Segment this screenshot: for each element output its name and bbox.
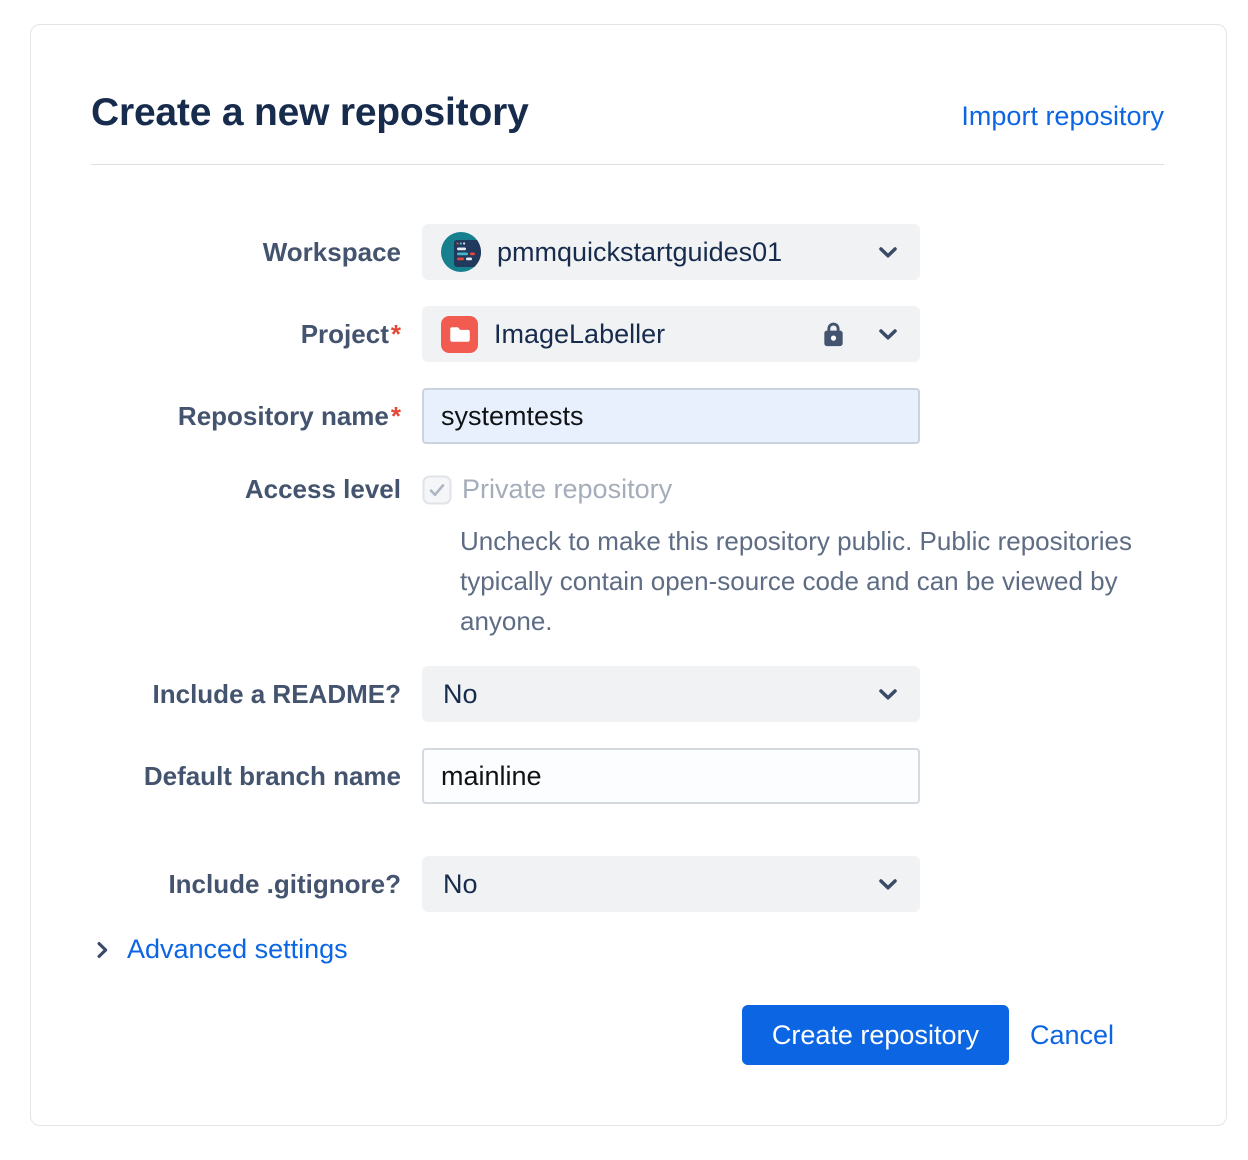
chevron-down-icon — [875, 321, 901, 347]
repository-name-row: Repository name* — [91, 388, 1164, 444]
workspace-row: Workspace — [91, 224, 1164, 280]
project-folder-icon — [441, 315, 478, 353]
chevron-down-icon — [875, 871, 901, 897]
readme-value: No — [443, 678, 478, 709]
project-label: Project* — [300, 319, 401, 349]
gitignore-select[interactable]: No — [422, 856, 920, 912]
repository-name-input[interactable] — [422, 388, 920, 444]
default-branch-label: Default branch name — [143, 761, 401, 791]
gitignore-row: Include .gitignore? No — [91, 856, 1164, 912]
create-repository-button[interactable]: Create repository — [741, 1005, 1009, 1065]
lock-icon — [818, 319, 849, 350]
project-value: ImageLabeller — [494, 318, 666, 349]
chevron-down-icon — [875, 239, 901, 265]
cancel-button[interactable]: Cancel — [1029, 1019, 1114, 1050]
readme-row: Include a README? No — [91, 666, 1164, 722]
private-repository-label: Private repository — [462, 474, 673, 504]
header-divider — [91, 164, 1164, 165]
workspace-avatar-icon — [441, 232, 481, 272]
gitignore-label: Include .gitignore? — [168, 869, 401, 899]
chevron-down-icon — [875, 681, 901, 707]
project-select[interactable]: ImageLabeller — [422, 306, 920, 362]
required-asterisk: * — [390, 401, 401, 431]
access-level-row: Access level Private repository Uncheck … — [91, 472, 1164, 641]
readme-select[interactable]: No — [422, 666, 920, 722]
dialog-actions: Create repository Cancel — [91, 1005, 1164, 1065]
private-repository-checkbox — [422, 475, 452, 505]
readme-label: Include a README? — [152, 679, 401, 709]
access-level-helper-text: Uncheck to make this repository public. … — [460, 526, 1132, 636]
chevron-right-icon — [91, 939, 113, 961]
advanced-settings-toggle[interactable]: Advanced settings — [91, 934, 348, 965]
import-repository-link[interactable]: Import repository — [961, 101, 1164, 131]
page-title: Create a new repository — [91, 91, 529, 134]
workspace-select[interactable]: pmmquickstartguides01 — [422, 224, 920, 280]
project-row: Project* ImageLabeller — [91, 306, 1164, 362]
default-branch-row: Default branch name — [91, 748, 1164, 804]
workspace-label: Workspace — [262, 237, 401, 267]
workspace-value: pmmquickstartguides01 — [497, 236, 783, 267]
advanced-settings-label: Advanced settings — [127, 934, 348, 964]
dialog-header: Create a new repository Import repositor… — [91, 91, 1164, 135]
access-level-label: Access level — [244, 474, 401, 504]
gitignore-value: No — [443, 868, 478, 899]
page-background: Create a new repository Import repositor… — [0, 24, 1248, 1160]
repository-name-label: Repository name* — [177, 401, 401, 431]
create-repository-form: Workspace — [91, 224, 1164, 1065]
default-branch-input[interactable] — [422, 748, 920, 804]
create-repository-dialog: Create a new repository Import repositor… — [30, 24, 1227, 1126]
check-icon — [429, 483, 445, 496]
required-asterisk: * — [390, 319, 401, 349]
